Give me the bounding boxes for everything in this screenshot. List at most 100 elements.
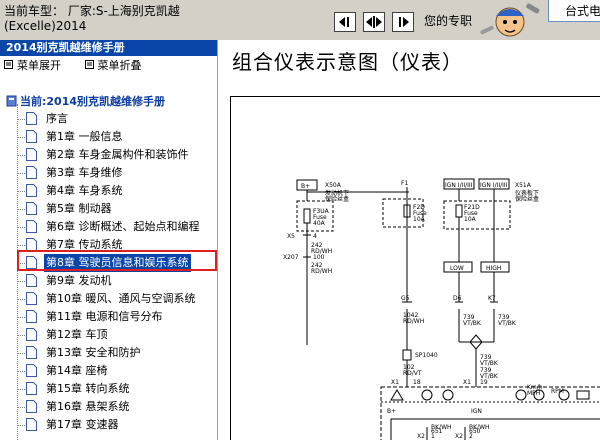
document-icon <box>26 328 37 341</box>
tree-item-label: 第5章 制动器 <box>46 202 112 215</box>
diagram-label: 2 <box>469 433 473 440</box>
top-header: 当前车型： 厂家:S-上海别克凯越 (Excelle)2014 您的专职 台式电 <box>0 0 600 41</box>
tree-item-label: 第2章 车身金属构件和装饰件 <box>46 148 189 161</box>
document-icon <box>26 238 37 251</box>
tree-root[interactable]: 当前:2014别克凯越维修手册 <box>6 93 165 109</box>
diagram-label: HIGH <box>486 265 501 272</box>
diagram-label: 1042 <box>403 312 418 319</box>
car-model-line2: (Excelle)2014 <box>4 19 87 33</box>
expand-menu-link[interactable]: 菜单展开 <box>4 59 65 72</box>
tree-item-label: 第8章 驾驶员信息和娱乐系统 <box>44 254 191 272</box>
tree-item-label: 第16章 悬架系统 <box>46 400 130 413</box>
tree-item[interactable]: 第7章 传动系统 <box>0 236 217 254</box>
welcome-text: 您的专职 <box>424 14 473 28</box>
diagram-label: Fuse <box>313 214 327 221</box>
tree-item[interactable]: 第5章 制动器 <box>0 200 217 218</box>
diagram-label: 4 <box>313 233 317 240</box>
diagram-label: X1 <box>463 379 471 386</box>
advert-banner[interactable]: 台式电 <box>548 0 600 22</box>
mechanic-mascot-icon <box>480 3 540 37</box>
diagram-label: 18 <box>413 379 421 386</box>
diagram-label: D6 <box>453 295 462 302</box>
diagram-label: VT/BK <box>463 320 482 327</box>
document-icon <box>26 112 37 125</box>
diagram-label: RD/WH <box>311 268 332 275</box>
diagram-label: 100 <box>313 254 325 261</box>
diagram-label: 739 <box>498 314 510 321</box>
tree-item-label: 第13章 安全和防护 <box>46 346 141 359</box>
diagram-label: 1 <box>431 433 435 440</box>
document-icon <box>26 382 37 395</box>
diagram-label: RD/VT <box>403 370 422 377</box>
tree-item[interactable]: 第2章 车身金属构件和装饰件 <box>0 146 217 164</box>
advert-text: 台式电 <box>565 4 600 18</box>
diagram-label: X5 <box>287 233 295 240</box>
diagram-label: VT/BK <box>498 320 517 327</box>
diagram-label: BK/WH <box>431 424 452 431</box>
diagram-label: F2D <box>413 204 425 211</box>
tree-item[interactable]: 第3章 车身维修 <box>0 164 217 182</box>
diagram-label: IGN I/II/III <box>480 182 508 189</box>
diagram-label: G5 <box>401 295 410 302</box>
tree-item[interactable]: 第16章 悬架系统 <box>0 398 217 416</box>
tree-item-label: 序言 <box>46 112 68 125</box>
diagram-label: X207 <box>283 254 299 261</box>
diagram-label: 保险丝盒 <box>325 195 349 203</box>
diagram-label: X2 <box>455 433 463 440</box>
document-icon <box>26 220 37 233</box>
prev-page-button[interactable] <box>334 12 356 32</box>
split-arrows-icon <box>366 16 382 28</box>
diagram-label: B+ <box>387 408 396 415</box>
tree-item[interactable]: 第6章 诊断概述、起始点和编程 <box>0 218 217 236</box>
diagram-label: X2 <box>417 433 425 440</box>
diagram-label: 651 <box>431 428 443 435</box>
chapter-tree: 序言 第1章 一般信息 第2章 车身金属构件和装饰件 第3章 车身维修 第4章 … <box>0 104 217 440</box>
wiring-diagram: B+ X50A 发动机下 保险丝盒 F3UA Fuse 40A X5 4 242… <box>230 96 600 440</box>
tree-item[interactable]: 第11章 电源和信号分布 <box>0 308 217 326</box>
next-page-button[interactable] <box>392 12 414 32</box>
tree-item[interactable]: 第13章 安全和防护 <box>0 344 217 362</box>
diagram-label: Fuse <box>413 210 427 217</box>
tree-item-label: 第1章 一般信息 <box>46 130 123 143</box>
diagram-label: 40A <box>313 220 326 227</box>
tree-item-label: 第7章 传动系统 <box>46 238 123 251</box>
tree-item[interactable]: 第15章 转向系统 <box>0 380 217 398</box>
document-icon <box>26 346 37 359</box>
tree-item-selected[interactable]: 第8章 驾驶员信息和娱乐系统 <box>0 254 217 272</box>
document-icon <box>26 148 37 161</box>
tree-item[interactable]: 第12章 车顶 <box>0 326 217 344</box>
diagram-label: IGN <box>471 408 482 415</box>
diagram-label: 242 <box>311 262 323 269</box>
document-icon <box>26 418 37 431</box>
tree-item[interactable]: 第14章 座椅 <box>0 362 217 380</box>
diagram-label: 102 <box>403 364 415 371</box>
document-icon <box>26 130 37 143</box>
step-forward-icon <box>399 17 409 27</box>
tree-item[interactable]: 第1章 一般信息 <box>0 128 217 146</box>
menu-icon <box>4 60 13 69</box>
diagram-label: X51A <box>515 182 532 189</box>
diagram-label: SP1040 <box>415 352 438 359</box>
document-icon <box>26 184 37 197</box>
tree-item[interactable]: 第4章 车身系统 <box>0 182 217 200</box>
diagram-label: 仪表板下 <box>515 189 539 197</box>
tree-item[interactable]: 第10章 暖风、通风与空调系统 <box>0 290 217 308</box>
document-icon <box>26 400 37 413</box>
tree-item[interactable]: 第17章 变速器 <box>0 416 217 434</box>
collapse-menu-link[interactable]: 菜单折叠 <box>84 59 142 72</box>
diagram-label: RD/WH <box>311 248 332 255</box>
diagram-label: X50A <box>325 182 342 189</box>
tree-item[interactable]: 序言 <box>0 110 217 128</box>
diagram-label: 发动机下 <box>325 189 349 197</box>
diagram-label: VT/BK <box>480 360 499 367</box>
diagram-label: K7 <box>488 295 496 302</box>
tree-item-label: 第4章 车身系统 <box>46 184 123 197</box>
diagram-label: 19 <box>480 379 488 386</box>
diagram-label: B+ <box>301 183 310 190</box>
sidebar: 2014别克凯越维修手册 菜单展开 菜单折叠 当前:2014别克凯越维修手册 序… <box>0 40 218 440</box>
expand-collapse-button[interactable] <box>363 12 385 32</box>
diagram-label: MPH <box>527 390 540 397</box>
tree-item-label: 第3章 车身维修 <box>46 166 123 179</box>
wiring-diagram-canvas: B+ X50A 发动机下 保险丝盒 F3UA Fuse 40A X5 4 242… <box>283 178 600 440</box>
tree-item[interactable]: 第9章 发动机 <box>0 272 217 290</box>
